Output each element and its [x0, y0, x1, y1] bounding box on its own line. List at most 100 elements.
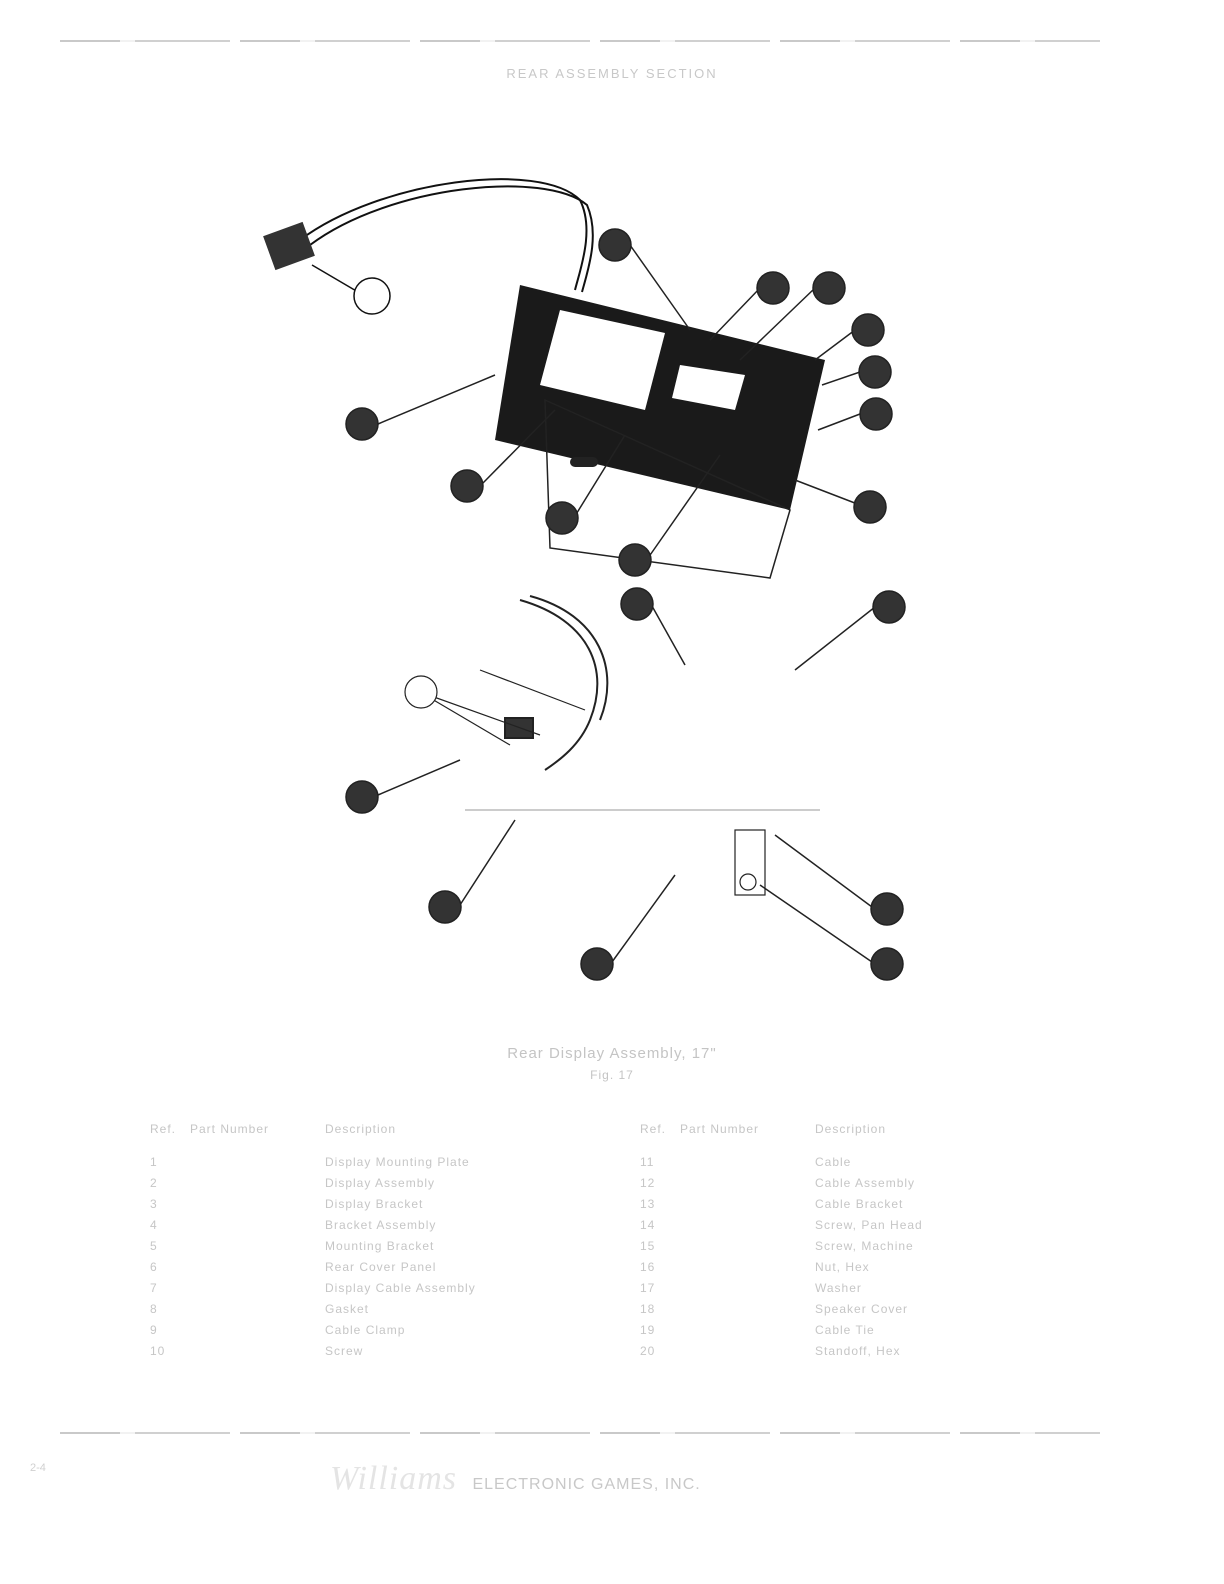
part-ref: 10 [150, 1344, 166, 1358]
parts-row: 19 Cable Tie [640, 1320, 1055, 1341]
part-ref: 19 [640, 1323, 656, 1337]
part-description: Mounting Bracket [325, 1239, 435, 1253]
parts-list-header: Ref. Part Number Description [640, 1122, 1055, 1136]
part-ref: 18 [640, 1302, 656, 1316]
part-description: Display Cable Assembly [325, 1281, 476, 1295]
part-number [190, 1236, 325, 1257]
part-description: Cable Assembly [815, 1176, 916, 1190]
part-description: Screw, Machine [815, 1239, 914, 1253]
part-ref: 16 [640, 1260, 656, 1274]
footer-text: ELECTRONIC GAMES, INC. [472, 1476, 701, 1493]
part-description: Cable Bracket [815, 1197, 904, 1211]
part-ref: 5 [150, 1239, 158, 1253]
part-number [680, 1299, 815, 1320]
bottom-rule [60, 1432, 1100, 1434]
parts-row: 6 Rear Cover Panel [150, 1257, 565, 1278]
parts-row: 1 Display Mounting Plate [150, 1152, 565, 1173]
part-description: Display Assembly [325, 1176, 436, 1190]
top-rule [60, 40, 1100, 42]
part-number [190, 1278, 325, 1299]
part-number [190, 1152, 325, 1173]
part-description: Cable Tie [815, 1323, 875, 1337]
col-part-number: Part Number [680, 1122, 760, 1136]
parts-row: 13 Cable Bracket [640, 1194, 1055, 1215]
part-ref: 14 [640, 1218, 656, 1232]
part-description: Cable Clamp [325, 1323, 406, 1337]
part-number [680, 1257, 815, 1278]
figure-title: Rear Display Assembly, 17" [507, 1045, 717, 1062]
part-description: Display Bracket [325, 1197, 424, 1211]
part-description: Display Mounting Plate [325, 1155, 470, 1169]
part-number [680, 1320, 815, 1341]
part-number [680, 1173, 815, 1194]
part-ref: 11 [640, 1155, 655, 1169]
part-ref: 6 [150, 1260, 158, 1274]
parts-row: 9 Cable Clamp [150, 1320, 565, 1341]
part-ref: 2 [150, 1176, 158, 1190]
col-ref: Ref. [640, 1122, 667, 1136]
part-number [680, 1278, 815, 1299]
display-assembly [495, 285, 825, 579]
part-description: Cable [815, 1155, 852, 1169]
part-number [190, 1341, 325, 1362]
part-ref: 15 [640, 1239, 656, 1253]
part-description: Gasket [325, 1302, 370, 1316]
part-number [680, 1152, 815, 1173]
part-description: Bracket Assembly [325, 1218, 437, 1232]
parts-row: 12 Cable Assembly [640, 1173, 1055, 1194]
parts-row: 8 Gasket [150, 1299, 565, 1320]
part-number [190, 1173, 325, 1194]
part-ref: 8 [150, 1302, 158, 1316]
parts-row: 3 Display Bracket [150, 1194, 565, 1215]
part-ref: 1 [150, 1155, 158, 1169]
part-ref: 9 [150, 1323, 158, 1337]
part-number [190, 1194, 325, 1215]
parts-list-left: Ref. Part Number Description 1 Display Mo… [150, 1122, 565, 1362]
side-view-assembly [404, 595, 820, 896]
part-ref: 4 [150, 1218, 158, 1232]
parts-row: 16 Nut, Hex [640, 1257, 1055, 1278]
part-ref: 13 [640, 1197, 656, 1211]
page-number: 2-4 [30, 1462, 46, 1474]
part-number [680, 1194, 815, 1215]
parts-row: 17 Washer [640, 1278, 1055, 1299]
part-description: Speaker Cover [815, 1302, 909, 1316]
parts-list-header: Ref. Part Number Description [150, 1122, 565, 1136]
callout-balloons [345, 228, 906, 981]
part-number [680, 1341, 815, 1362]
part-description: Nut, Hex [815, 1260, 870, 1274]
cable-connector [263, 178, 594, 315]
part-number [190, 1320, 325, 1341]
part-number [190, 1215, 325, 1236]
part-description: Washer [815, 1281, 862, 1295]
col-ref: Ref. [150, 1122, 177, 1136]
part-ref: 12 [640, 1176, 656, 1190]
part-number [190, 1299, 325, 1320]
figure-subtitle: Fig. 17 [590, 1068, 634, 1082]
part-ref: 7 [150, 1281, 158, 1295]
col-description: Description [325, 1122, 397, 1136]
part-ref: 20 [640, 1344, 656, 1358]
parts-row: 18 Speaker Cover [640, 1299, 1055, 1320]
parts-row: 4 Bracket Assembly [150, 1215, 565, 1236]
part-description: Standoff, Hex [815, 1344, 901, 1358]
brand-logo: Williams [330, 1460, 458, 1497]
exploded-parts-diagram [263, 178, 906, 981]
part-ref: 17 [640, 1281, 656, 1295]
part-ref: 3 [150, 1197, 158, 1211]
part-number [190, 1257, 325, 1278]
part-number [680, 1236, 815, 1257]
parts-row: 5 Mounting Bracket [150, 1236, 565, 1257]
parts-row: 14 Screw, Pan Head [640, 1215, 1055, 1236]
part-description: Rear Cover Panel [325, 1260, 437, 1274]
part-description: Screw, Pan Head [815, 1218, 923, 1232]
parts-row: 2 Display Assembly [150, 1173, 565, 1194]
col-description: Description [815, 1122, 887, 1136]
parts-row: 20 Standoff, Hex [640, 1341, 1055, 1362]
col-part-number: Part Number [190, 1122, 270, 1136]
part-number [680, 1215, 815, 1236]
parts-row: 7 Display Cable Assembly [150, 1278, 565, 1299]
footer: Williams ELECTRONIC GAMES, INC. [330, 1460, 701, 1498]
